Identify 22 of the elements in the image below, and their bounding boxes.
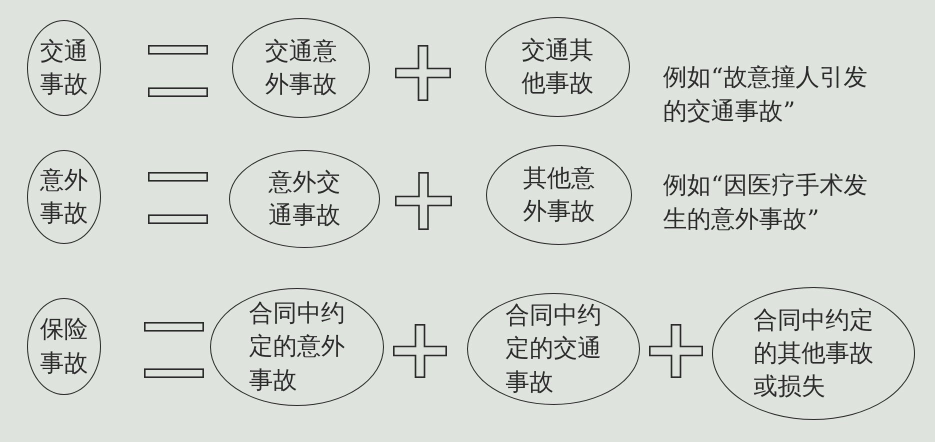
- ellipse-node: [485, 17, 630, 117]
- example-note: 例如“因医疗手术发生的意外事故”: [663, 170, 868, 236]
- example-note: 例如“故意撞人引发的交通事故”: [663, 62, 868, 128]
- node-label: 意外事故: [40, 164, 88, 229]
- node-label: 交通其他事故: [522, 34, 594, 99]
- node-label: 交通意外事故: [265, 36, 337, 100]
- node-label: 合同中约定的其他事故或损失: [754, 304, 874, 402]
- node-label: 合同中约定的交通事故: [506, 300, 602, 398]
- ellipse-node: [210, 288, 384, 406]
- ellipse-node: [229, 150, 380, 248]
- node-label: 意外交通事故: [268, 166, 340, 231]
- node-label: 其他意外事故: [523, 162, 595, 227]
- ellipse-node: [486, 145, 632, 245]
- node-label: 合同中约定的意外事故: [249, 298, 345, 396]
- ellipse-node: [232, 18, 370, 118]
- ellipse-node: [467, 293, 640, 405]
- node-label: 交通事故: [40, 36, 88, 100]
- circle-node: [27, 298, 101, 395]
- circle-node: [27, 20, 101, 116]
- node-label: 保险事故: [40, 314, 88, 378]
- ellipse-node: [712, 287, 915, 420]
- circle-node: [27, 150, 101, 244]
